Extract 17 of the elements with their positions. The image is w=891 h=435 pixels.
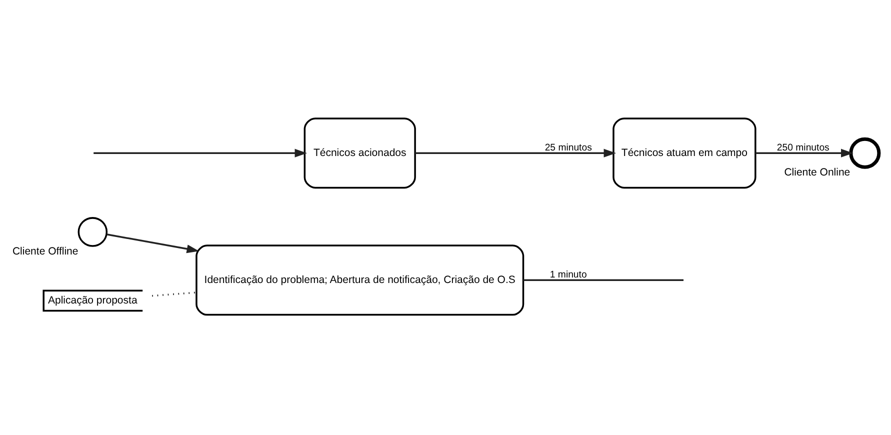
node-box: Técnicos atuam em campo [612,118,756,189]
node-circle [78,217,108,247]
edge-label: 1 minuto [550,269,587,280]
connector [523,279,684,282]
node-box: Técnicos acionados [304,118,416,189]
node-box: Identificação do problema; Abertura de notificação, Criação de O.S [196,244,524,316]
arrow [415,148,616,158]
edge-label: 25 minutos [544,142,592,154]
connector [152,292,196,297]
node-label: Cliente Offline [12,245,78,258]
node-label: Cliente Online [784,166,850,179]
arrow [755,148,854,158]
arrow [106,233,200,254]
node-text: Aplicação proposta [48,294,138,306]
edge-label: 250 minutos [776,142,830,154]
node-circle [849,137,881,169]
arrow [94,148,308,158]
